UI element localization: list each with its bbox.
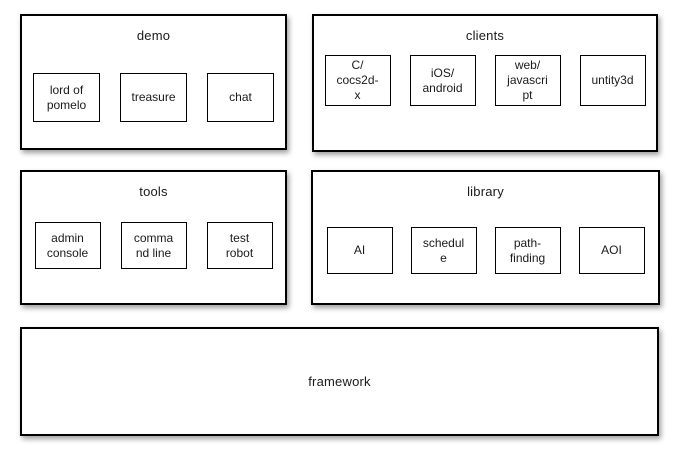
node-web-javascript: web/ javascri pt [494, 55, 561, 106]
section-library-node-row: AI schedul e path- finding AOI [313, 227, 658, 274]
section-tools-title: tools [139, 184, 168, 199]
node-schedule: schedul e [410, 227, 477, 274]
section-clients: clients C/ cocs2d- x iOS/ android web/ j… [312, 14, 658, 152]
section-framework-title: framework [308, 374, 371, 389]
section-demo-node-row: lord of pomelo treasure chat [22, 73, 285, 122]
node-untity3d: untity3d [579, 55, 646, 106]
node-ai: AI [326, 227, 393, 274]
node-treasure: treasure [120, 73, 187, 122]
node-admin-console: admin console [34, 222, 101, 269]
section-library-title: library [467, 184, 504, 199]
section-clients-node-row: C/ cocs2d- x iOS/ android web/ javascri … [314, 55, 656, 106]
node-aoi: AOI [578, 227, 645, 274]
node-c-cocs2d-x: C/ cocs2d- x [324, 55, 391, 106]
node-command-line: comma nd line [120, 222, 187, 269]
section-clients-title: clients [465, 28, 505, 43]
node-chat: chat [207, 73, 274, 122]
section-tools: tools admin console comma nd line test r… [20, 170, 287, 305]
node-test-robot: test robot [206, 222, 273, 269]
node-ios-android: iOS/ android [409, 55, 476, 106]
section-demo: demo lord of pomelo treasure chat [20, 14, 287, 150]
section-library: library AI schedul e path- finding AOI [311, 170, 660, 305]
node-lord-of-pomelo: lord of pomelo [33, 73, 100, 122]
section-framework: framework [20, 327, 659, 436]
section-tools-node-row: admin console comma nd line test robot [22, 222, 285, 269]
section-demo-title: demo [136, 28, 171, 43]
node-path-finding: path- finding [494, 227, 561, 274]
